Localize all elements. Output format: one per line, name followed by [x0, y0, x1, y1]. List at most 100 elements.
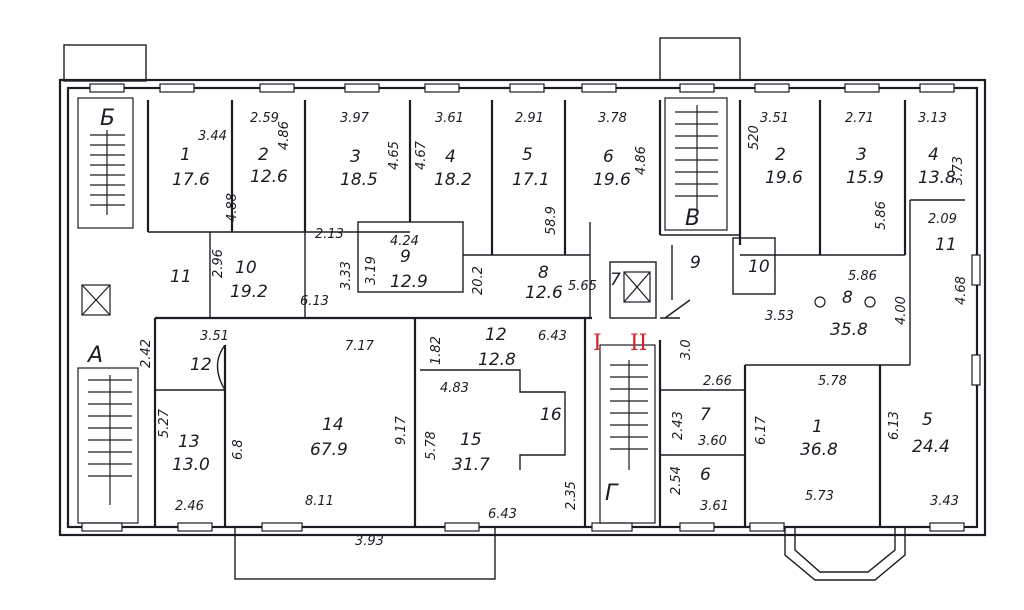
stair-label-g: Г [605, 481, 619, 506]
dim-label: 3.33 [339, 261, 354, 290]
dim-label: 2.91 [515, 111, 544, 126]
stair-label-v: В [685, 206, 700, 231]
room-right-7: 7 [700, 405, 711, 425]
svg-text:17.6: 17.6 [172, 170, 210, 190]
svg-text:12.6: 12.6 [525, 283, 563, 303]
room-left-5: 517.1 [512, 145, 550, 190]
svg-text:36.8: 36.8 [800, 440, 838, 460]
dim-label: 6.8 [231, 439, 246, 460]
dim-label: 5.86 [874, 201, 889, 230]
dim-label: 3.53 [765, 309, 794, 324]
room-left-2: 212.6 [250, 145, 288, 187]
svg-text:13.8: 13.8 [918, 168, 956, 188]
svg-text:19.6: 19.6 [765, 168, 803, 188]
room-left-12: 12 12.8 [478, 325, 516, 370]
section-mark-1: I [593, 331, 602, 356]
dim-label: 3.51 [200, 329, 229, 344]
dim-label: 3.93 [355, 534, 384, 549]
svg-text:5: 5 [522, 145, 533, 165]
stair-g-steps [610, 360, 648, 470]
svg-text:13: 13 [178, 432, 200, 452]
stair-label-a: А [86, 343, 103, 368]
dim-label: 5.78 [424, 431, 439, 460]
svg-text:67.9: 67.9 [310, 440, 348, 460]
lift-a [81, 284, 111, 316]
dim-label: 6.17 [754, 415, 769, 445]
dim-label: 5.78 [818, 374, 847, 389]
svg-text:12.9: 12.9 [390, 272, 428, 292]
dim-label: 3.0 [679, 339, 694, 360]
dim-label: 3.60 [698, 434, 727, 449]
dim-label: 3.19 [364, 256, 379, 285]
dim-label: 2.59 [250, 111, 279, 126]
dim-label: 3.13 [918, 111, 947, 126]
dim-label: 4.68 [954, 276, 969, 305]
room-right-1: 136.8 [800, 417, 838, 460]
dim-label: 2.46 [175, 499, 204, 514]
svg-text:13.0: 13.0 [172, 455, 210, 475]
dim-label: 2.43 [671, 411, 686, 440]
dim-label: 2.42 [139, 339, 154, 368]
dim-label: 2.71 [845, 111, 874, 126]
room-left-3: 318.5 [340, 147, 378, 190]
room-left-14: 14 67.9 [310, 415, 348, 460]
stair-labels: Б В А Г I II [86, 106, 700, 506]
svg-text:17.1: 17.1 [512, 170, 550, 190]
svg-text:15: 15 [460, 430, 482, 450]
svg-text:19.6: 19.6 [593, 170, 631, 190]
svg-text:31.7: 31.7 [452, 455, 490, 475]
dim-label: 3.51 [760, 111, 789, 126]
svg-text:14: 14 [322, 415, 344, 435]
room-right-5: 524.4 [912, 410, 950, 457]
dim-label: 4.67 [414, 140, 429, 170]
svg-text:12: 12 [485, 325, 507, 345]
svg-text:12.8: 12.8 [478, 350, 516, 370]
room-left-8: 812.6 [525, 263, 563, 303]
dim-label: 4.65 [387, 141, 402, 170]
dim-label: 58.9 [544, 206, 559, 235]
dim-label: 5.65 [568, 279, 597, 294]
dim-label: 7.17 [345, 339, 375, 354]
stair-label-b: Б [100, 106, 115, 131]
svg-text:2: 2 [258, 145, 269, 165]
dim-label: 3.97 [340, 111, 370, 126]
stair-a-steps [88, 375, 132, 505]
single-labels: 11 12 16 7 9 10 11 7 6 [170, 235, 957, 485]
room-left-11: 11 [170, 267, 192, 287]
dim-label: 3.43 [930, 494, 959, 509]
stair-v-steps [675, 105, 718, 210]
room-left-9: 912.9 [390, 247, 428, 292]
svg-text:12.6: 12.6 [250, 167, 288, 187]
svg-text:2: 2 [775, 145, 786, 165]
windows [81, 83, 981, 532]
svg-text:4: 4 [445, 147, 456, 167]
dim-label: 5.73 [805, 489, 834, 504]
room-right-10: 10 [748, 257, 770, 277]
svg-text:15.9: 15.9 [846, 168, 884, 188]
dim-label: 9.17 [394, 415, 409, 445]
dim-label: 6.43 [488, 507, 517, 522]
room-left-16: 16 [540, 405, 562, 425]
dim-label: 4.00 [894, 296, 909, 325]
stairs [77, 97, 876, 524]
dim-label: 4.24 [390, 234, 419, 249]
dim-label: 4.88 [225, 193, 240, 222]
svg-text:1: 1 [812, 417, 823, 437]
svg-text:24.4: 24.4 [912, 437, 950, 457]
dim-label: 8.11 [305, 494, 334, 509]
svg-text:3: 3 [856, 145, 867, 165]
dim-label: 3.44 [198, 129, 227, 144]
svg-text:6: 6 [603, 147, 614, 167]
dim-label: 5.27 [157, 408, 172, 438]
svg-text:18.2: 18.2 [434, 170, 472, 190]
dim-label: 2.13 [315, 227, 344, 242]
dim-label: 5.86 [848, 269, 877, 284]
dim-label: 2.54 [669, 466, 684, 495]
section-mark-2: II [630, 331, 647, 356]
svg-text:35.8: 35.8 [830, 320, 868, 340]
dim-label: 3.78 [598, 111, 627, 126]
interior-walls [146, 100, 965, 527]
dim-label: 3.73 [951, 156, 966, 185]
dim-label: 6.13 [300, 294, 329, 309]
